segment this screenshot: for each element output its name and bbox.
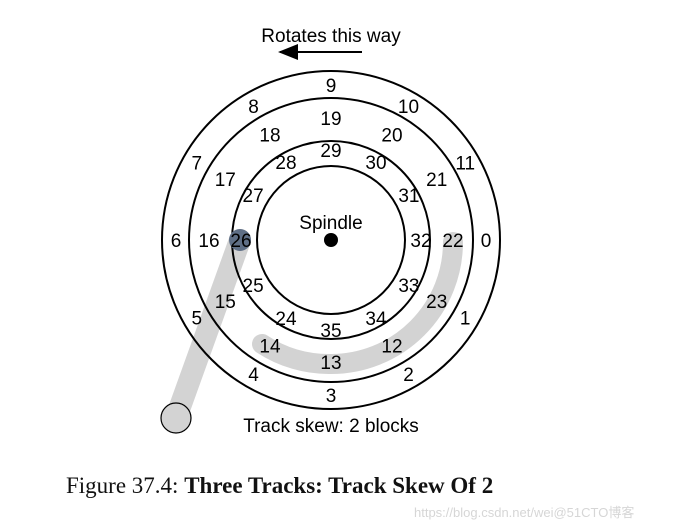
outer-sector-label: 0	[481, 231, 492, 252]
inner-sector-label: 34	[365, 309, 387, 330]
middle-sector-label: 20	[381, 125, 402, 146]
watermark-text: https://blog.csdn.net/wei@51CTO博客	[414, 505, 635, 520]
inner-sector-label: 24	[275, 309, 297, 330]
middle-sector-label: 16	[198, 231, 219, 252]
figure-caption: Figure 37.4: Three Tracks: Track Skew Of…	[66, 473, 493, 499]
rotation-label: Rotates this way	[261, 26, 401, 47]
disk-head-tip	[229, 229, 251, 251]
skew-highlight-arc	[252, 232, 463, 374]
outer-sector-label: 3	[326, 386, 337, 407]
disk-head-circle	[160, 402, 192, 434]
inner-sector-label: 25	[243, 276, 264, 297]
inner-track-circle	[256, 165, 406, 315]
middle-sector-label: 18	[259, 125, 280, 146]
middle-sector-label: 15	[215, 292, 236, 313]
outer-sector-label: 2	[403, 365, 414, 386]
middle-sector-label: 19	[320, 109, 341, 130]
inner-track-sectors: 32 33 34 35 24 25 26 27 28 29 30 31	[230, 141, 431, 342]
middle-sector-label: 22	[442, 231, 463, 252]
skew-highlight-arm	[165, 229, 251, 429]
middle-sector-label: 12	[381, 337, 402, 358]
outer-sector-label: 4	[248, 365, 259, 386]
middle-sector-label: 14	[259, 337, 281, 358]
outer-sector-label: 8	[248, 97, 259, 118]
outer-sector-label: 10	[398, 97, 419, 118]
outer-sector-label: 7	[192, 154, 203, 175]
middle-sector-label: 23	[426, 292, 447, 313]
inner-sector-label: 30	[365, 153, 386, 174]
track-skew-label: Track skew: 2 blocks	[243, 416, 419, 437]
inner-sector-label: 35	[320, 321, 341, 342]
outer-sector-label: 9	[326, 76, 337, 97]
inner-sector-label: 32	[410, 231, 431, 252]
spindle-dot	[324, 233, 338, 247]
inner-sector-label: 27	[243, 186, 264, 207]
inner-sector-label: 26	[230, 231, 251, 252]
caption-prefix: Figure 37.4:	[66, 473, 179, 498]
inner-sector-label: 31	[398, 186, 419, 207]
outer-sector-label: 1	[460, 309, 471, 330]
outer-sector-label: 11	[455, 154, 475, 175]
outer-middle-divider	[188, 97, 474, 383]
spindle-label: Spindle	[299, 213, 362, 234]
middle-sector-label: 21	[426, 170, 447, 191]
inner-sector-label: 29	[320, 141, 341, 162]
inner-sector-label: 33	[398, 276, 419, 297]
middle-track-sectors: 22 23 12 13 14 15 16 17 18 19 20 21	[198, 109, 463, 374]
inner-sector-label: 28	[275, 153, 296, 174]
outer-sector-label: 6	[171, 231, 182, 252]
middle-sector-label: 13	[320, 353, 341, 374]
outer-track-circle	[161, 70, 501, 410]
outer-sector-label: 5	[192, 309, 203, 330]
caption-title: Three Tracks: Track Skew Of 2	[184, 473, 494, 498]
middle-sector-label: 17	[215, 170, 236, 191]
